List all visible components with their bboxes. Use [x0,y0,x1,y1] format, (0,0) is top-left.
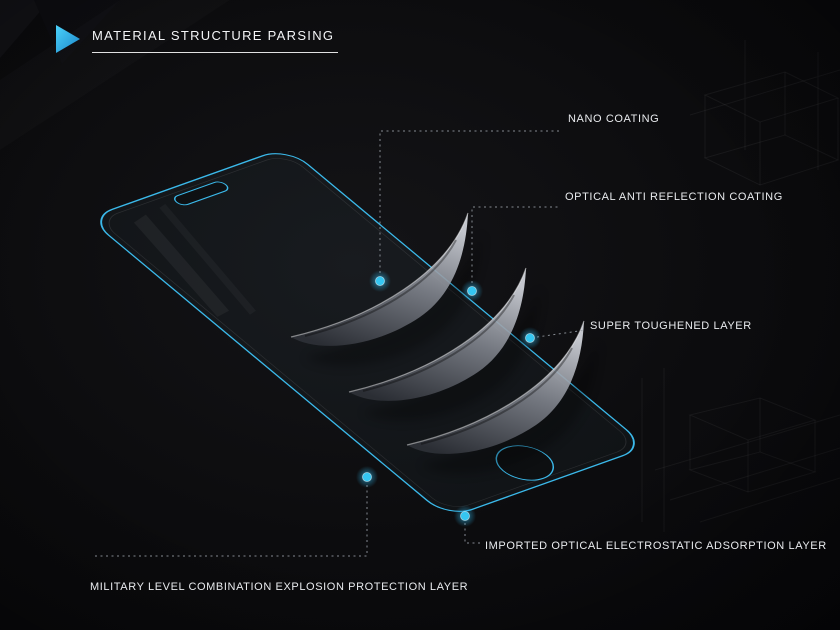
marker-dot-optical-anti-reflection [461,280,483,302]
marker-dot-nano-coating [369,270,391,292]
leader-electrostatic-adsorption [464,523,480,544]
marker-dot-super-toughened [519,327,541,349]
marker-dot-military-protection [356,466,378,488]
marker-dots [356,270,541,527]
page-title: MATERIAL STRUCTURE PARSING [92,28,335,43]
title-underline: MATERIAL STRUCTURE PARSING [92,25,339,53]
header: MATERIAL STRUCTURE PARSING [55,24,339,54]
marker-dot-electrostatic-adsorption [454,505,476,527]
leader-optical-anti-reflection [471,206,558,283]
leader-lines [92,130,587,557]
leader-military-protection [92,485,368,557]
play-arrow-icon [56,25,80,53]
